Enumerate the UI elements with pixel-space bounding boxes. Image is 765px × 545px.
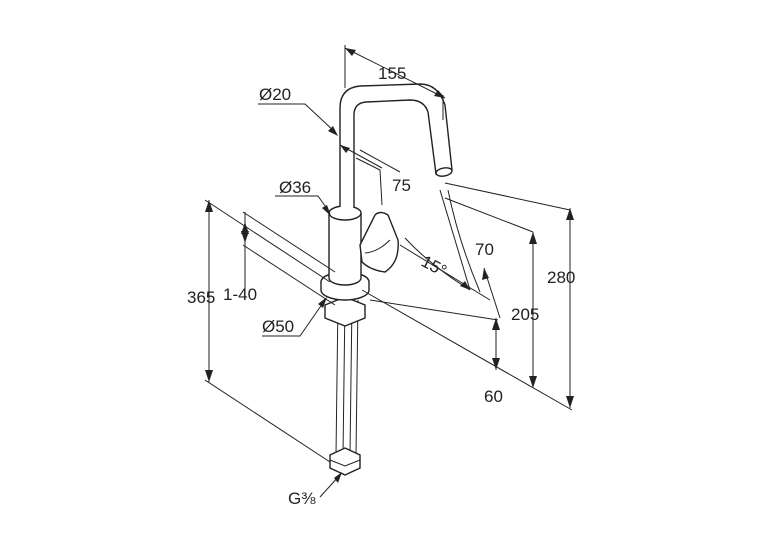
mounting-nut (324, 296, 366, 327)
main-column (328, 213, 362, 286)
label-1-40: 1-40 (223, 285, 257, 304)
dimension-lines (204, 45, 574, 498)
label-g38: G⅜ (288, 489, 316, 508)
label-365: 365 (187, 288, 215, 307)
lever-handle (359, 211, 399, 273)
label-dia-50: Ø50 (262, 317, 294, 336)
label-75: 75 (392, 176, 411, 195)
label-70: 70 (475, 240, 494, 259)
label-280: 280 (547, 268, 575, 287)
label-15-degree: 15° (418, 252, 450, 281)
label-dia-36: Ø36 (279, 178, 311, 197)
label-205: 205 (511, 305, 539, 324)
faucet-body (320, 83, 453, 476)
hose-fitting (329, 447, 361, 476)
label-dia-20: Ø20 (259, 85, 291, 104)
label-155: 155 (378, 64, 406, 83)
label-60: 60 (484, 387, 503, 406)
supply-hose-right (349, 299, 359, 456)
dimension-labels: 155 Ø20 75 Ø36 15° 70 365 1-40 Ø50 205 2… (187, 64, 575, 508)
